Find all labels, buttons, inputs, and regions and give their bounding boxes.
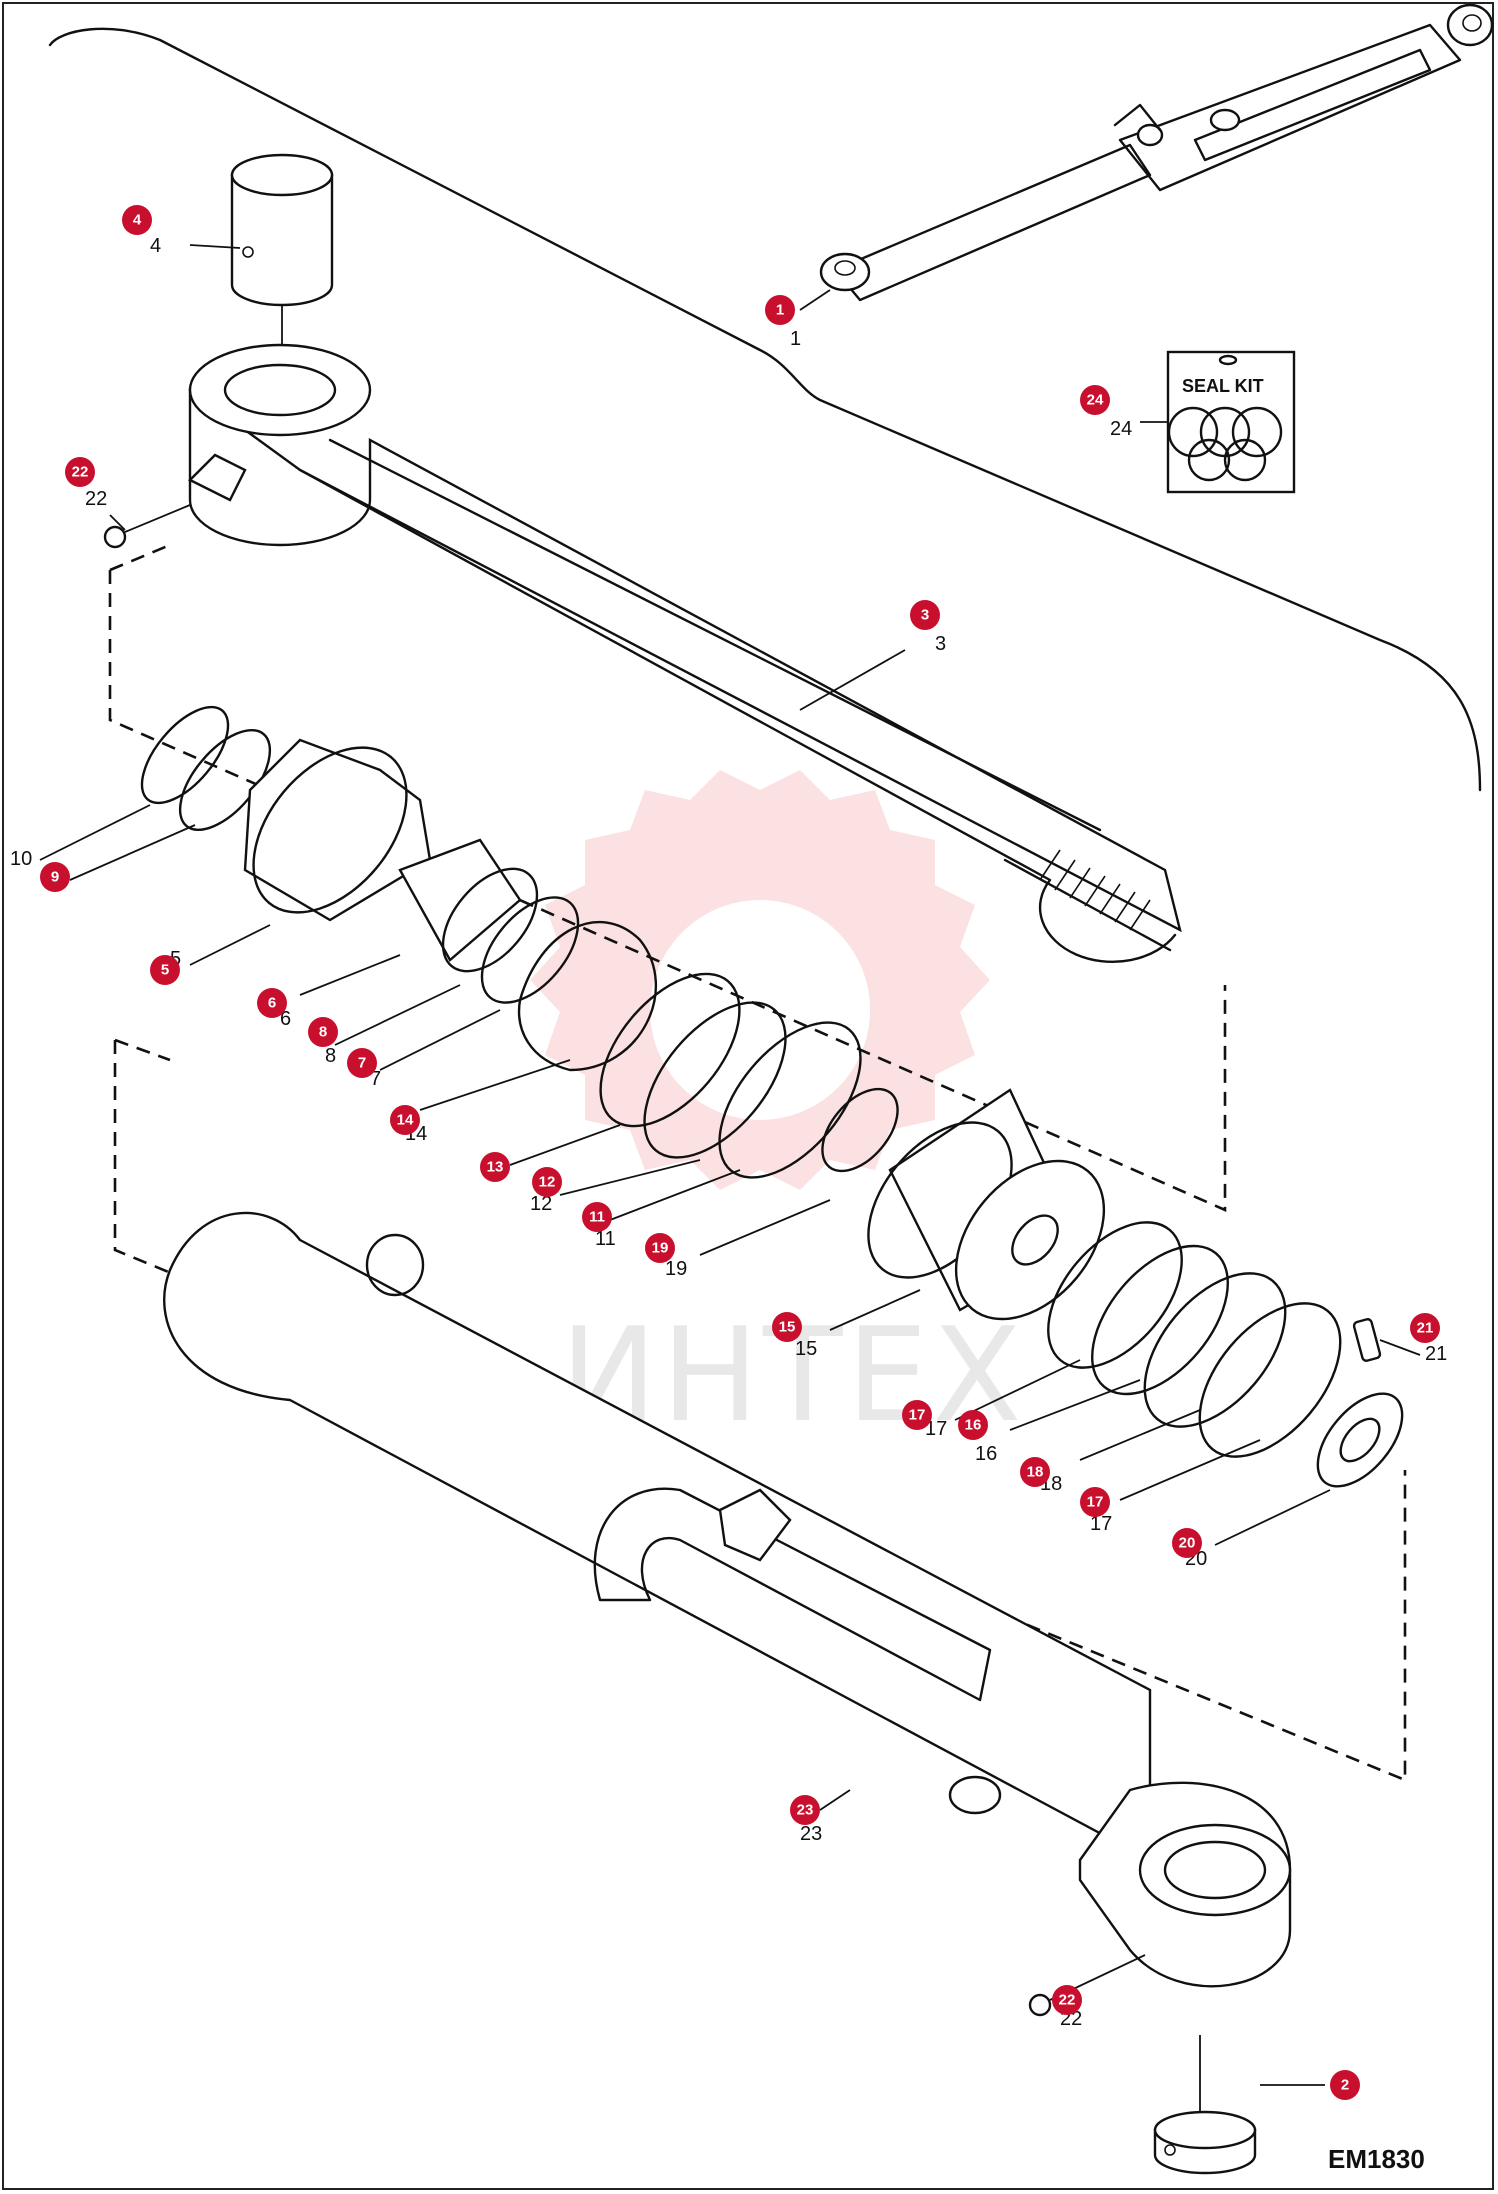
seal-kit-icon: SEAL KIT: [1140, 350, 1296, 494]
plain-number-16: 16: [975, 1443, 997, 1465]
svg-text:4: 4: [133, 212, 142, 229]
svg-text:21: 21: [1417, 1320, 1434, 1337]
gland-parts: [140, 705, 899, 1179]
plain-number-21: 21: [1425, 1343, 1447, 1365]
svg-text:2: 2: [1341, 2077, 1349, 2094]
callout-badges: 1 2 3 4 5 6 7 8 9 11 12 13 14 15 16 17 1…: [40, 205, 1440, 2100]
plain-number-22: 22: [85, 488, 107, 510]
section-separator-line: [48, 27, 1482, 792]
plain-number-5: 5: [170, 948, 181, 970]
callout-badge-17a[interactable]: 17: [902, 1400, 932, 1430]
callout-badge-5[interactable]: 5: [150, 955, 180, 985]
callout-badge-23[interactable]: 23: [790, 1795, 820, 1825]
plain-number-6: 6: [280, 1008, 291, 1030]
callout-badge-8[interactable]: 8: [308, 1017, 338, 1047]
plain-number-19: 19: [665, 1258, 687, 1280]
svg-text:6: 6: [268, 995, 276, 1012]
callout-badge-2[interactable]: 2: [1330, 2070, 1360, 2100]
svg-text:22: 22: [72, 464, 89, 481]
svg-text:22: 22: [1059, 1992, 1076, 2009]
plain-number-15: 15: [795, 1338, 817, 1360]
svg-text:5: 5: [161, 962, 169, 979]
callout-badge-9[interactable]: 9: [40, 862, 70, 892]
callout-badge-6[interactable]: 6: [257, 988, 287, 1018]
assembled-cylinder-thumbnail: [819, 3, 1494, 302]
svg-text:17: 17: [1087, 1494, 1104, 1511]
svg-text:19: 19: [652, 1240, 669, 1257]
piston: [867, 1088, 1106, 1321]
pin-bottom: [1153, 2110, 1257, 2175]
callout-badge-13[interactable]: 13: [480, 1152, 510, 1182]
svg-text:20: 20: [1179, 1535, 1196, 1552]
svg-text:9: 9: [51, 869, 59, 886]
callout-badge-14[interactable]: 14: [390, 1105, 420, 1135]
plain-number-17b: 17: [1090, 1513, 1112, 1535]
callout-badge-21[interactable]: 21: [1410, 1313, 1440, 1343]
callout-badge-19[interactable]: 19: [645, 1233, 675, 1263]
plain-number-11: 11: [595, 1228, 616, 1250]
callout-badge-7[interactable]: 7: [347, 1048, 377, 1078]
rod-alignment-guide: [108, 543, 1227, 1212]
callout-badge-12[interactable]: 12: [532, 1167, 562, 1197]
svg-text:12: 12: [539, 1174, 556, 1191]
plain-number-23: 23: [800, 1823, 822, 1845]
callout-badge-4[interactable]: 4: [122, 205, 152, 235]
svg-text:17: 17: [909, 1407, 926, 1424]
callout-badge-16[interactable]: 16: [958, 1410, 988, 1440]
callout-badge-11[interactable]: 11: [582, 1202, 612, 1232]
svg-text:14: 14: [397, 1112, 414, 1129]
callout-badge-22b[interactable]: 22: [1052, 1985, 1082, 2015]
seal-kit-label: SEAL KIT: [1182, 376, 1264, 396]
callout-badge-22a[interactable]: 22: [65, 457, 95, 487]
svg-text:11: 11: [589, 1209, 605, 1226]
callout-badge-20[interactable]: 20: [1172, 1528, 1202, 1558]
plain-number-7: 7: [370, 1068, 381, 1090]
svg-text:3: 3: [921, 607, 929, 624]
rod: [103, 343, 1182, 964]
svg-text:23: 23: [797, 1802, 814, 1819]
plain-number-8: 8: [325, 1045, 336, 1067]
svg-text:15: 15: [779, 1319, 796, 1336]
callout-badge-15[interactable]: 15: [772, 1312, 802, 1342]
leader-lines: [39, 244, 1421, 2086]
plain-number-4: 4: [150, 235, 161, 257]
plain-number-12: 12: [530, 1193, 552, 1215]
svg-text:7: 7: [358, 1055, 366, 1072]
svg-text:13: 13: [487, 1159, 504, 1176]
watermark-gear-icon: [530, 770, 990, 1190]
diagram-code: EM1830: [1328, 2144, 1425, 2174]
callout-badge-3[interactable]: 3: [910, 600, 940, 630]
piston-seals: [1047, 1221, 1404, 1488]
plain-number-3: 3: [935, 633, 946, 655]
plain-number-24: 24: [1110, 418, 1132, 440]
rod-thread: [1039, 849, 1151, 931]
callout-badge-17b[interactable]: 17: [1080, 1487, 1110, 1517]
callout-badge-24[interactable]: 24: [1080, 385, 1110, 415]
barrel: [163, 1211, 1292, 2115]
watermark: ИНТЕХ: [530, 770, 1022, 1451]
svg-text:18: 18: [1027, 1464, 1044, 1481]
svg-text:1: 1: [776, 302, 784, 319]
plain-number-17a: 17: [925, 1418, 947, 1440]
callout-badge-18[interactable]: 18: [1020, 1457, 1050, 1487]
svg-text:24: 24: [1087, 392, 1104, 409]
callout-badge-1[interactable]: 1: [765, 295, 795, 325]
svg-text:8: 8: [319, 1024, 327, 1041]
plain-number-1: 1: [790, 328, 801, 350]
svg-text:16: 16: [965, 1417, 982, 1434]
plain-number-10: 10: [10, 848, 32, 870]
